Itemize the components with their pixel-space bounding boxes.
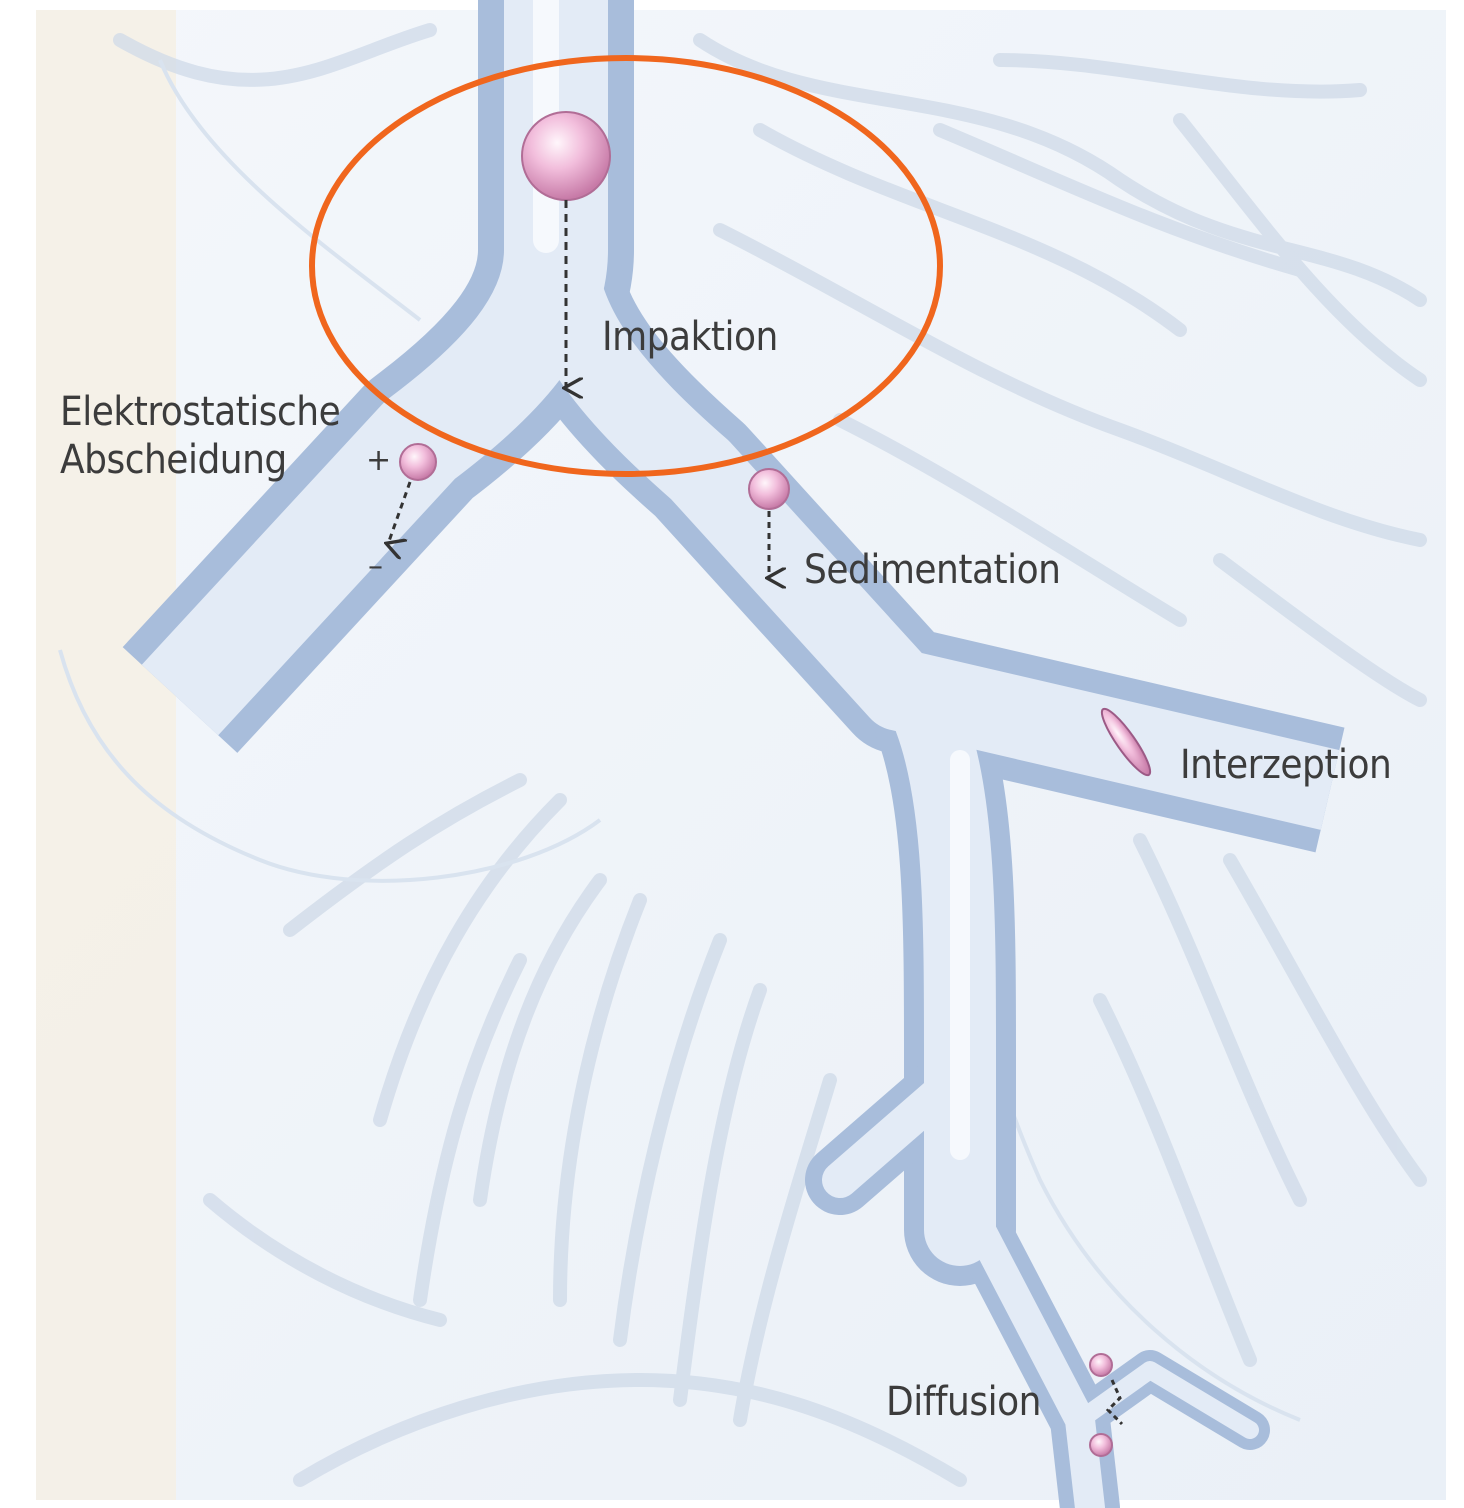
electrostatic-label-line2: Abscheidung: [60, 436, 287, 484]
negative-charge-sign: –: [368, 552, 383, 582]
electrostatic-label-line1: Elektrostatische: [60, 388, 340, 436]
sedimentation-label: Sedimentation: [804, 546, 1060, 594]
diffusion-particle-top: [1090, 1354, 1112, 1376]
diffusion-particle-bottom: [1090, 1434, 1112, 1456]
interception-label: Interzeption: [1180, 741, 1391, 789]
impaction-label: Impaktion: [602, 313, 778, 361]
impaction-particle: [522, 112, 610, 200]
left-tint-strip: [36, 10, 176, 1500]
positive-charge-sign: +: [366, 446, 391, 476]
diffusion-label: Diffusion: [886, 1378, 1041, 1426]
sedimentation-particle: [749, 469, 789, 509]
electrostatic-particle: [400, 444, 436, 480]
